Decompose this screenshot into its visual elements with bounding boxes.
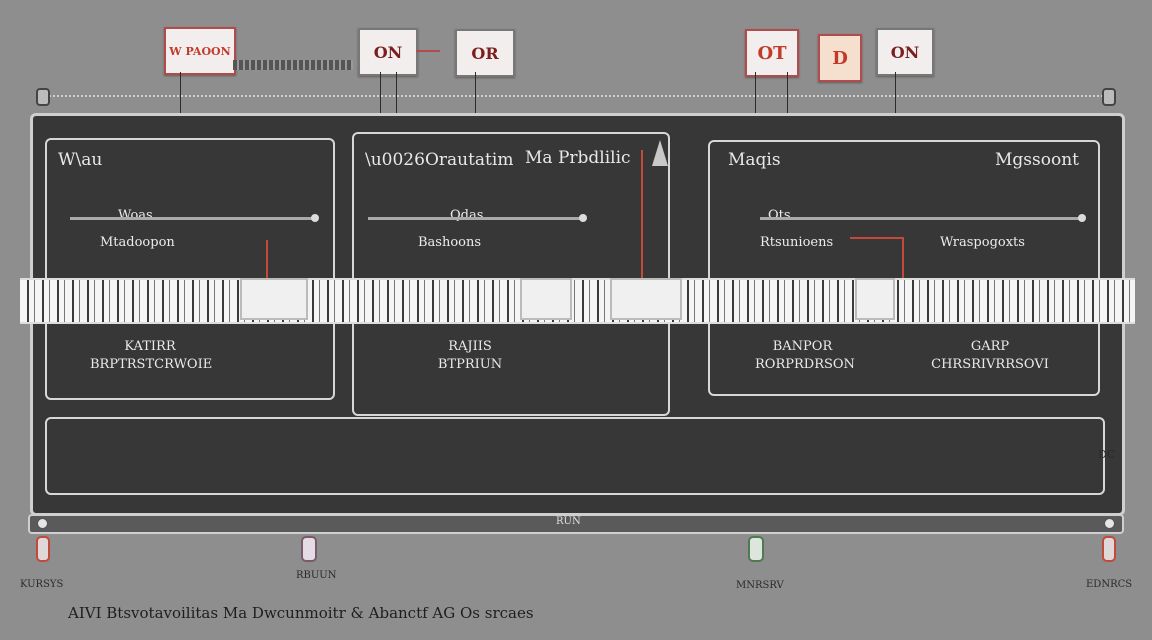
right-caption-a-line2: RORPRDRSON (755, 357, 855, 372)
slider-label: Woas (118, 208, 153, 223)
center-caption-line1: RAJIIS (448, 339, 492, 354)
left-caption-line2: BRPTRSTCRWOIE (90, 357, 213, 372)
top-tag-2[interactable]: ON (358, 28, 418, 76)
slider-label: Ots (768, 208, 791, 223)
pin-icon[interactable] (748, 536, 764, 562)
output-area[interactable] (45, 417, 1105, 495)
accent-line (641, 150, 643, 300)
foot-label: RBUUN (296, 570, 337, 581)
center-slider[interactable] (368, 214, 587, 222)
right-panel-title-right: Mgssoont (995, 150, 1079, 170)
tag-connector (233, 60, 353, 70)
foot-label: KURSYS (20, 579, 64, 590)
connector-line (396, 72, 397, 127)
right-caption-b-line1: GARP (970, 339, 1010, 354)
footer-text: AIVI Btsvotavoilitas Ma Dwcunmoitr & Aba… (68, 604, 534, 622)
right-panel (708, 140, 1100, 396)
bus-block[interactable] (240, 278, 308, 320)
center-caption-line2: BTPRIUN (437, 357, 503, 372)
right-caption-a-line1: BANPOR (772, 339, 833, 354)
top-tag-6[interactable]: ON (876, 28, 934, 76)
bottom-bar-right-knob[interactable] (1104, 518, 1115, 529)
field-label: Wraspogoxts (940, 235, 1025, 250)
right-caption-b-line2: CHRSRIVRRSOVI (931, 357, 1049, 372)
center-panel-title-right: Ma Prbdlilic (525, 148, 631, 168)
connector-line (787, 72, 788, 117)
center-panel (352, 132, 670, 416)
connector-line (895, 72, 896, 117)
right-slider[interactable] (760, 214, 1086, 222)
left-panel-title: W\au (58, 150, 103, 170)
slider-label: Qdas (450, 208, 484, 223)
left-caption-line1: KATIRR (124, 339, 176, 354)
bracket-connector (850, 237, 904, 279)
center-panel-title-left: \u0026Orautatim (365, 150, 514, 170)
bus-block[interactable] (520, 278, 572, 320)
foot-label: EDNRCS (1086, 579, 1133, 590)
bus-block[interactable] (855, 278, 895, 320)
top-tag-3[interactable]: OR (455, 29, 515, 77)
pin-icon[interactable] (1102, 536, 1116, 562)
bottom-bar-label: RUN (556, 516, 581, 527)
top-tag-5[interactable]: D (818, 34, 862, 82)
tag-connector-short (416, 50, 440, 52)
dotted-guide-line (45, 95, 1115, 97)
connector-line (475, 72, 476, 122)
connector-line (380, 72, 381, 132)
arrow-icon (652, 140, 668, 166)
guide-line-left-cap (36, 88, 50, 106)
bottom-bar-left-knob[interactable] (37, 518, 48, 529)
connector-line (180, 72, 181, 132)
connector-line (755, 72, 756, 142)
field-label: Bashoons (418, 235, 482, 250)
left-slider[interactable] (70, 214, 319, 222)
signal-bus (20, 278, 1135, 324)
guide-line-right-cap (1102, 88, 1116, 106)
right-panel-title-left: Maqis (728, 150, 781, 170)
top-tag-1[interactable]: W PAOON (164, 27, 236, 75)
foot-label: MNRSRV (736, 580, 784, 591)
pin-icon[interactable] (36, 536, 50, 562)
bus-block[interactable] (610, 278, 682, 320)
left-panel (45, 138, 335, 400)
top-tag-4[interactable]: OT (745, 29, 799, 77)
side-label: DC (1098, 448, 1116, 461)
pin-icon[interactable] (301, 536, 317, 562)
accent-line (266, 240, 268, 285)
field-label: Mtadoopon (100, 235, 175, 250)
bottom-bar (28, 514, 1124, 534)
field-label: Rtsunioens (760, 235, 834, 250)
